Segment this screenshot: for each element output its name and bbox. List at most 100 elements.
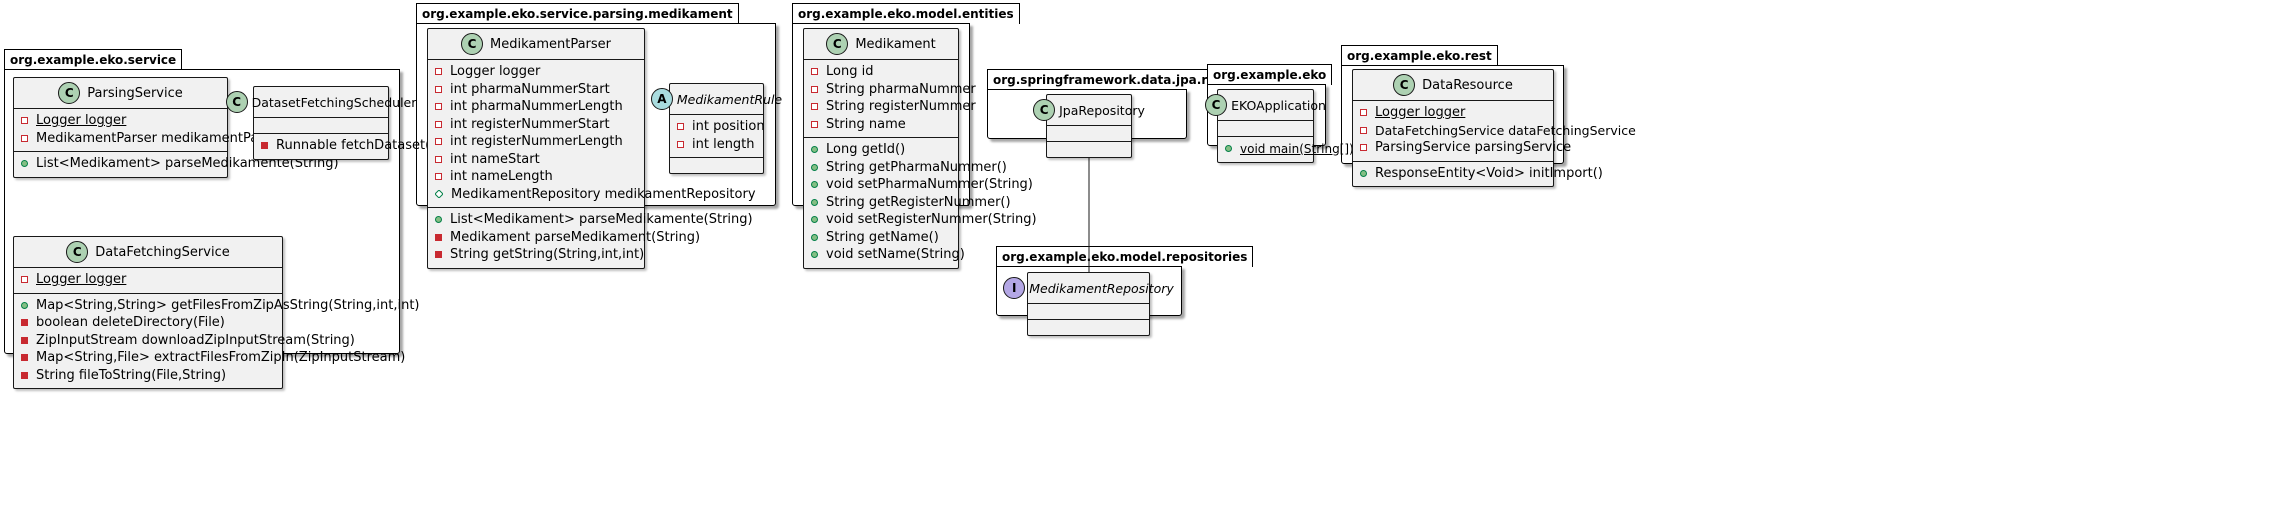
- public-method-icon: [21, 160, 28, 168]
- field: Logger logger: [450, 64, 541, 80]
- field: Logger logger: [36, 113, 127, 129]
- field: int nameStart: [450, 151, 540, 167]
- private-field-icon: [21, 134, 28, 142]
- field: int registerNummerStart: [450, 116, 610, 132]
- class-eko-application[interactable]: C EKOApplication void main(String[]): [1205, 89, 1354, 163]
- method: Long getId(): [826, 142, 906, 158]
- private-field-icon: [435, 120, 442, 128]
- method: String getString(String,int,int): [450, 247, 645, 263]
- private-field-icon: [811, 120, 818, 128]
- public-method-icon: [811, 198, 818, 206]
- methods-section: ResponseEntity<Void> initImport(): [1353, 162, 1603, 187]
- class-data-fetching-service[interactable]: C DataFetchingService Logger logger Map<…: [13, 236, 420, 389]
- class-badge-icon: C: [58, 82, 81, 104]
- private-method-icon: [435, 251, 442, 259]
- public-method-icon: [811, 233, 818, 241]
- field: int pharmaNummerLength: [450, 99, 623, 115]
- method: void setRegisterNummer(String): [826, 212, 1037, 228]
- class-name: DatasetFetchingScheduler: [251, 94, 417, 110]
- methods-section: Runnable fetchDataset(): [254, 134, 435, 159]
- class-jpa-repository[interactable]: C JpaRepository: [1033, 94, 1145, 158]
- fields-section: Logger logger DataFetchingService dataFe…: [1353, 101, 1636, 162]
- methods-section: [670, 158, 763, 173]
- public-method-icon: [1360, 169, 1367, 177]
- private-field-icon: [21, 117, 28, 125]
- class-medikament-parser[interactable]: C MedikamentParser Logger logger int pha…: [427, 28, 756, 269]
- method: Medikament parseMedikament(String): [450, 229, 701, 245]
- class-medikament[interactable]: C Medikament Long id String pharmaNummer…: [803, 28, 1037, 269]
- method: void setPharmaNummer(String): [826, 177, 1033, 193]
- fields-section: int position int length: [670, 115, 765, 158]
- field: String name: [826, 116, 906, 132]
- package-label: org.example.eko: [1207, 64, 1333, 85]
- interface-badge-icon: I: [1003, 277, 1026, 299]
- private-method-icon: [21, 336, 28, 344]
- private-field-icon: [811, 103, 818, 111]
- field: String registerNummer: [826, 99, 976, 115]
- private-field-icon: [1360, 109, 1367, 117]
- class-dataset-fetching-scheduler[interactable]: C DatasetFetchingScheduler Runnable fetc…: [225, 86, 435, 160]
- public-method-icon: [811, 251, 818, 259]
- class-name: ParsingService: [87, 85, 183, 101]
- class-medikament-rule[interactable]: A MedikamentRule int position int length: [650, 83, 782, 174]
- private-field-icon: [811, 85, 818, 93]
- field: Long id: [826, 64, 874, 80]
- field: ParsingService parsingService: [1375, 140, 1572, 156]
- field: int registerNummerLength: [450, 134, 623, 150]
- package-label: org.example.eko.model.repositories: [996, 246, 1254, 267]
- method: Map<String,String> getFilesFromZipAsStri…: [36, 297, 420, 313]
- private-field-icon: [435, 85, 442, 93]
- method: Runnable fetchDataset(): [276, 138, 436, 154]
- methods-section: Long getId() String getPharmaNummer() vo…: [804, 138, 1037, 268]
- method: String fileToString(File,String): [36, 367, 227, 383]
- field: int pharmaNummerStart: [450, 81, 610, 97]
- class-name: Medikament: [855, 36, 936, 52]
- class-name: DataFetchingService: [95, 244, 230, 260]
- method: String getRegisterNummer(): [826, 194, 1011, 210]
- fields-section: [1028, 304, 1149, 320]
- fields-section: [254, 118, 388, 134]
- class-parsing-service[interactable]: C ParsingService Logger logger Medikamen…: [13, 77, 339, 178]
- method: List<Medikament> parseMedikamente(String…: [450, 212, 753, 228]
- private-field-icon: [435, 155, 442, 163]
- field: int position: [692, 119, 765, 135]
- class-name: MedikamentRepository: [1029, 280, 1174, 296]
- method: Map<String,File> extractFilesFromZipIn(Z…: [36, 350, 406, 366]
- methods-section: List<Medikament> parseMedikamente(String…: [14, 152, 339, 177]
- private-field-icon: [435, 103, 442, 111]
- field: int length: [692, 136, 755, 152]
- class-badge-icon: C: [1205, 94, 1228, 116]
- private-field-icon: [677, 140, 684, 148]
- private-field-icon: [677, 123, 684, 131]
- public-method-icon: [811, 181, 818, 189]
- fields-section: Logger logger MedikamentParser medikamen…: [14, 109, 284, 152]
- class-badge-icon: C: [826, 33, 849, 55]
- class-badge-icon: C: [66, 241, 89, 263]
- methods-section: void main(String[]): [1218, 137, 1354, 162]
- class-name: MedikamentParser: [489, 36, 612, 52]
- private-field-icon: [435, 68, 442, 76]
- field: int nameLength: [450, 169, 553, 185]
- public-method-icon: [811, 216, 818, 224]
- method: String getName(): [826, 229, 939, 245]
- public-method-icon: [811, 146, 818, 154]
- package-label: org.example.eko.service: [4, 49, 183, 70]
- methods-section: Map<String,String> getFilesFromZipAsStri…: [14, 294, 420, 389]
- private-field-icon: [435, 173, 442, 181]
- class-data-resource[interactable]: C DataResource Logger logger DataFetchin…: [1352, 69, 1636, 187]
- package-label: org.example.eko.model.entities: [792, 3, 1020, 24]
- interface-medikament-repository[interactable]: I MedikamentRepository: [1003, 272, 1174, 336]
- field: MedikamentRepository medikamentRepositor…: [451, 186, 756, 202]
- fields-section: Logger logger: [14, 268, 282, 294]
- methods-section: [1028, 320, 1149, 335]
- class-name: EKOApplication: [1231, 97, 1326, 113]
- method: void main(String[]): [1240, 141, 1354, 156]
- field: String pharmaNummer: [826, 81, 976, 97]
- class-badge-icon: C: [1393, 74, 1416, 96]
- private-method-icon: [261, 142, 268, 150]
- fields-section: Logger logger int pharmaNummerStart int …: [428, 60, 756, 208]
- class-badge-icon: C: [225, 91, 248, 113]
- field: DataFetchingService dataFetchingService: [1375, 122, 1636, 138]
- class-name: JpaRepository: [1059, 102, 1145, 118]
